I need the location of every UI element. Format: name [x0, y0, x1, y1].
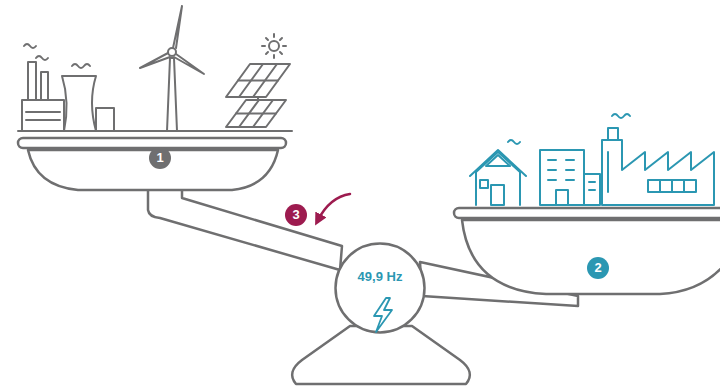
generation-icons [18, 6, 292, 131]
lightning-symbol [374, 298, 392, 332]
callout-number: 2 [587, 257, 609, 279]
consumer-icons [470, 114, 714, 205]
frequency-gauge: 49,9 Hz [334, 242, 426, 334]
balance-scale [18, 138, 720, 384]
left-beam [148, 188, 342, 270]
frequency-value: 49,9 Hz [334, 269, 426, 285]
callout-number: 3 [285, 207, 307, 223]
right-pan [462, 220, 720, 294]
solar-panel-icon [226, 34, 290, 127]
scale-stand [292, 326, 470, 384]
house-icon [470, 140, 526, 205]
office-building-icon [540, 150, 600, 205]
wind-turbine-icon [140, 6, 204, 131]
gauge-outline [334, 242, 426, 334]
power-plant-icon [22, 44, 114, 131]
gauge-ring [336, 244, 425, 333]
factory-icon [602, 114, 714, 205]
callout-number: 2 [587, 260, 609, 276]
right-plate [454, 208, 720, 218]
callout-number: 3 [285, 204, 307, 226]
tilt-arrow [318, 194, 350, 220]
left-plate [18, 138, 286, 148]
callout-number: 1 [149, 150, 171, 166]
callout-number: 1 [149, 147, 171, 169]
